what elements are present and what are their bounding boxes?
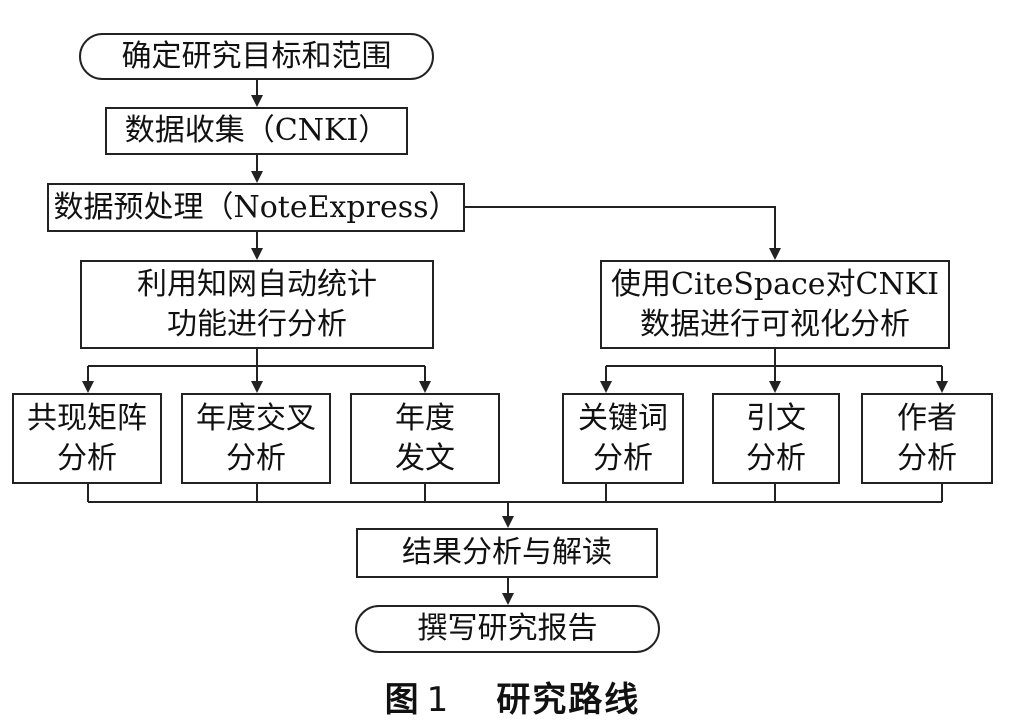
- node-label-line: 确定研究目标和范围: [121, 38, 392, 74]
- node-label-line: 分析: [57, 440, 117, 476]
- caption-title: 研究路线: [496, 680, 641, 720]
- node-label-line: 分析: [897, 440, 957, 476]
- node-label-line: 年度交叉: [196, 400, 316, 436]
- node-yearly-publication: 年度发文: [350, 393, 500, 484]
- node-keyword-analysis: 关键词分析: [562, 393, 684, 484]
- node-start: 确定研究目标和范围: [79, 33, 434, 80]
- node-label-line: 数据收集（CNKI）: [124, 113, 389, 148]
- node-label-line: 分析: [226, 440, 286, 476]
- caption-label: 图: [384, 680, 421, 720]
- node-data-collection: 数据收集（CNKI）: [105, 107, 408, 155]
- node-label-line: 发文: [395, 440, 455, 476]
- node-label-line: 利用知网自动统计: [137, 266, 377, 302]
- node-label-line: 共现矩阵: [27, 400, 147, 436]
- node-cnki-statistics: 利用知网自动统计功能进行分析: [80, 260, 434, 349]
- node-result-interpretation: 结果分析与解读: [356, 528, 658, 578]
- node-label-line: 作者: [897, 400, 957, 436]
- node-label-line: 引文: [746, 400, 806, 436]
- node-label-line: 分析: [746, 440, 806, 476]
- node-cooccurrence-analysis: 共现矩阵分析: [12, 393, 162, 484]
- node-label-line: 数据进行可视化分析: [640, 306, 910, 342]
- node-data-preprocess: 数据预处理（NoteExpress）: [47, 183, 465, 232]
- node-citation-analysis: 引文分析: [712, 393, 840, 484]
- node-label-line: 功能进行分析: [167, 306, 347, 342]
- node-label-line: 结果分析与解读: [402, 535, 612, 570]
- node-label-line: 关键词: [578, 400, 668, 436]
- node-citespace-visualization: 使用CiteSpace对CNKI 数据进行可视化分析: [600, 260, 950, 349]
- arrow-preprocess-to-citespace: [465, 206, 781, 260]
- node-write-report: 撰写研究报告: [355, 605, 660, 653]
- caption-number: 1: [426, 680, 451, 720]
- node-label-line: 撰写研究报告: [417, 611, 598, 646]
- node-label-line: 使用CiteSpace对CNKI: [610, 266, 940, 302]
- node-label-line: 分析: [593, 440, 653, 476]
- node-author-analysis: 作者分析: [861, 393, 993, 484]
- node-label-line: 年度: [395, 400, 455, 436]
- node-label-line: 数据预处理（NoteExpress）: [53, 189, 459, 225]
- node-year-cross-analysis: 年度交叉分析: [181, 393, 331, 484]
